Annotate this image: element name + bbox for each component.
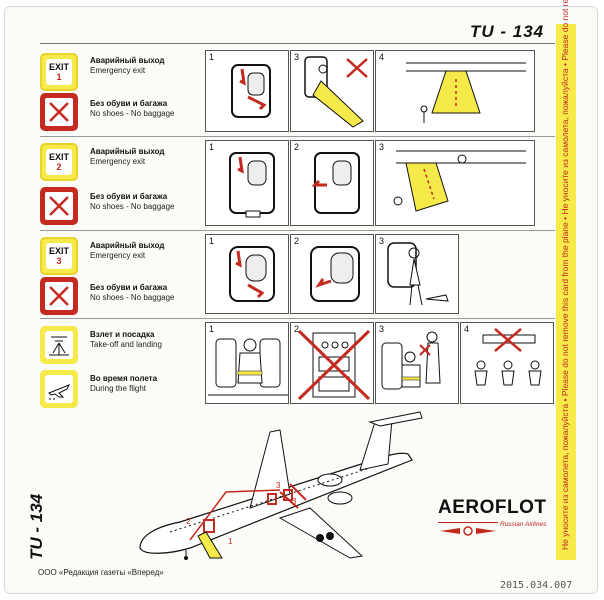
diagram-label-exit-3b: 3 [292,497,297,506]
aircraft-exit-diagram: 1 2 3 3 [130,408,430,560]
exit-3-label-ru: Аварийный выход [90,241,165,250]
no-baggage-label-en: No shoes - No baggage [90,293,175,302]
divider [40,230,555,231]
diagram-label-exit-2: 2 [186,517,191,526]
panel-exit2-step3: 3 [375,140,535,226]
airline-logo: AEROFLOT [438,497,547,518]
during-flight-label-ru: Во время полета [90,374,158,383]
no-baggage-icon [40,277,78,315]
notice-strip-text: Не уносите из самолета, пожалуйста • Ple… [560,0,570,550]
panel-exit1-step3: 3 [290,50,374,132]
top-divider [40,43,555,44]
no-baggage-label-ru: Без обуви и багажа [90,283,168,292]
exit-3-label-en: Emergency exit [90,251,146,260]
brand-rule [438,522,498,523]
catalog-number: 2015.034.007 [500,580,573,591]
exit-2-label-en: Emergency exit [90,157,146,166]
diagram-label-exit-3a: 3 [276,481,281,490]
publisher-credit: ООО «Редакция газеты «Вперед» [38,568,164,577]
during-flight-label-en: During the flight [90,384,147,393]
diagram-label-exit-1: 1 [228,537,233,546]
exit-1-label-ru: Аварийный выход [90,56,165,65]
takeoff-landing-icon [40,326,78,364]
no-baggage-icon [40,93,78,131]
panel-exit3-step2: 2 [290,234,374,314]
panel-flight-step1: 1 [205,322,289,404]
panel-flight-step4: 4 [460,322,554,404]
panel-exit2-step2: 2 [290,140,374,226]
panel-flight-step3: 3 [375,322,459,404]
takeoff-landing-label-ru: Взлет и посадка [90,330,155,339]
during-flight-icon [40,370,78,408]
side-title: TU - 134 [27,493,46,560]
airline-subtitle: Russian Airlines [500,521,547,528]
divider [40,136,555,137]
winged-hammer-sickle-icon [440,526,496,536]
panel-exit3-step1: 1 [205,234,289,314]
panel-exit3-step3: 3 [375,234,459,314]
no-baggage-label-ru: Без обуви и багажа [90,192,168,201]
takeoff-landing-label-en: Take-off and landing [90,340,162,349]
no-baggage-label-en: No shoes - No baggage [90,109,175,118]
panel-exit2-step1: 1 [205,140,289,226]
panel-exit1-step4: 4 [375,50,535,132]
notice-strip [556,24,576,560]
exit-2-label-ru: Аварийный выход [90,147,165,156]
panel-flight-step2: 2 [290,322,374,404]
panel-exit1-step1: 1 [205,50,289,132]
no-baggage-icon [40,187,78,225]
no-baggage-label-en: No shoes - No baggage [90,202,175,211]
no-baggage-label-ru: Без обуви и багажа [90,99,168,108]
card-title: TU - 134 [470,22,545,41]
exit-1-label-en: Emergency exit [90,66,146,75]
divider [40,318,555,319]
